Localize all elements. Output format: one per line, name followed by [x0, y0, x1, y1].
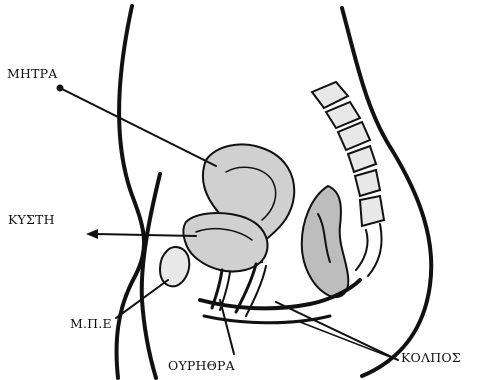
- label-bladder: ΚΥΣΤΗ: [8, 212, 55, 227]
- leader-uterus: [57, 85, 217, 167]
- bladder: [183, 213, 267, 271]
- pubic-bone: [160, 247, 189, 286]
- label-vagina: ΚΟΛΠΟΣ: [401, 350, 461, 365]
- label-uterus: ΜΗΤΡΑ: [7, 66, 58, 81]
- leader-vagina: [276, 302, 398, 360]
- label-pubic: Μ.Π.Ε: [70, 316, 112, 331]
- body-outline-back: [342, 8, 431, 376]
- label-urethra: ΟΥΡΗΘΡΑ: [168, 358, 236, 373]
- thigh-outline: [142, 174, 160, 378]
- body-outline-front: [117, 6, 145, 378]
